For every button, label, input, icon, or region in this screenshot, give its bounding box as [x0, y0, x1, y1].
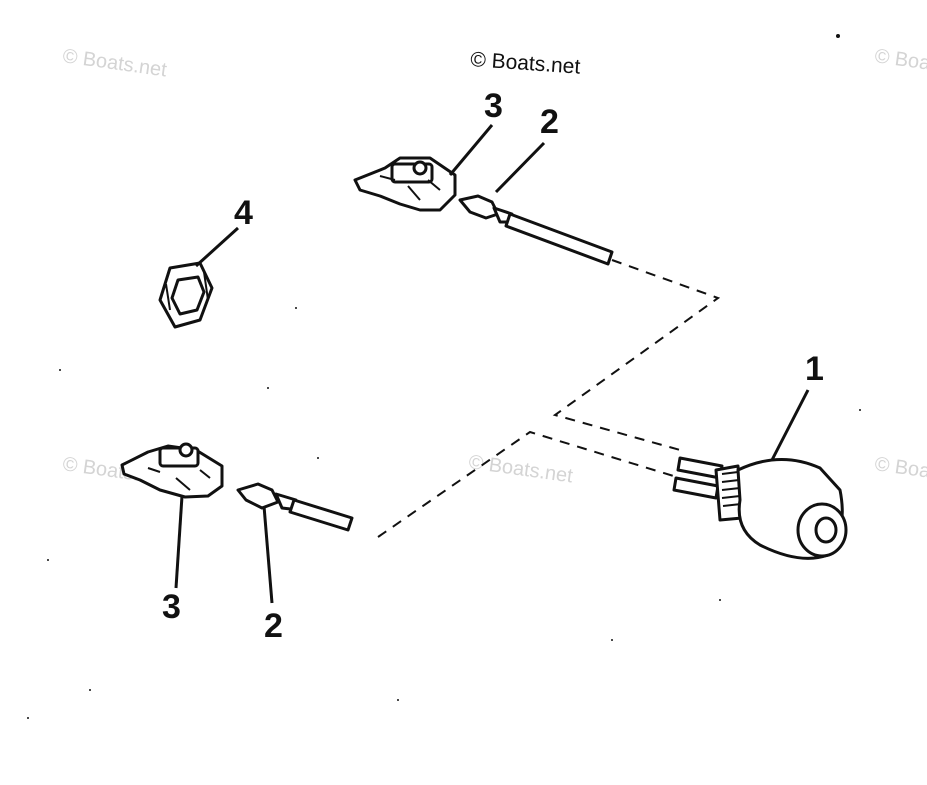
connector-bottom	[120, 442, 224, 499]
callout-1: 1	[805, 350, 824, 388]
leader-3-bottom	[174, 495, 184, 589]
terminal-bottom	[236, 482, 354, 532]
watermark-center: © Boats.net	[467, 451, 574, 487]
leader-1	[770, 389, 810, 461]
wire-path-bottom	[377, 430, 681, 538]
watermark-mid-right: © Boats.net	[873, 453, 927, 489]
watermark-top-right: © Boats.net	[873, 45, 927, 81]
watermark-top-left: © Boats.net	[61, 45, 168, 81]
callout-3-top: 3	[484, 87, 503, 125]
wire-path-top	[552, 259, 721, 451]
hex-nut	[158, 261, 214, 329]
leader-4	[194, 226, 240, 268]
callout-4: 4	[234, 194, 253, 232]
callout-2-bottom: 2	[264, 607, 283, 645]
callout-3-bottom: 3	[162, 588, 181, 626]
scan-specks	[27, 34, 861, 719]
leader-2-bottom	[262, 505, 274, 604]
connector-top	[353, 156, 457, 212]
watermark-main: © Boats.net	[470, 48, 582, 79]
leader-2-top	[494, 141, 546, 194]
callout-2-top: 2	[540, 103, 559, 141]
leader-3-top	[448, 124, 494, 176]
terminal-top	[458, 194, 614, 266]
sender-switch	[672, 456, 848, 560]
